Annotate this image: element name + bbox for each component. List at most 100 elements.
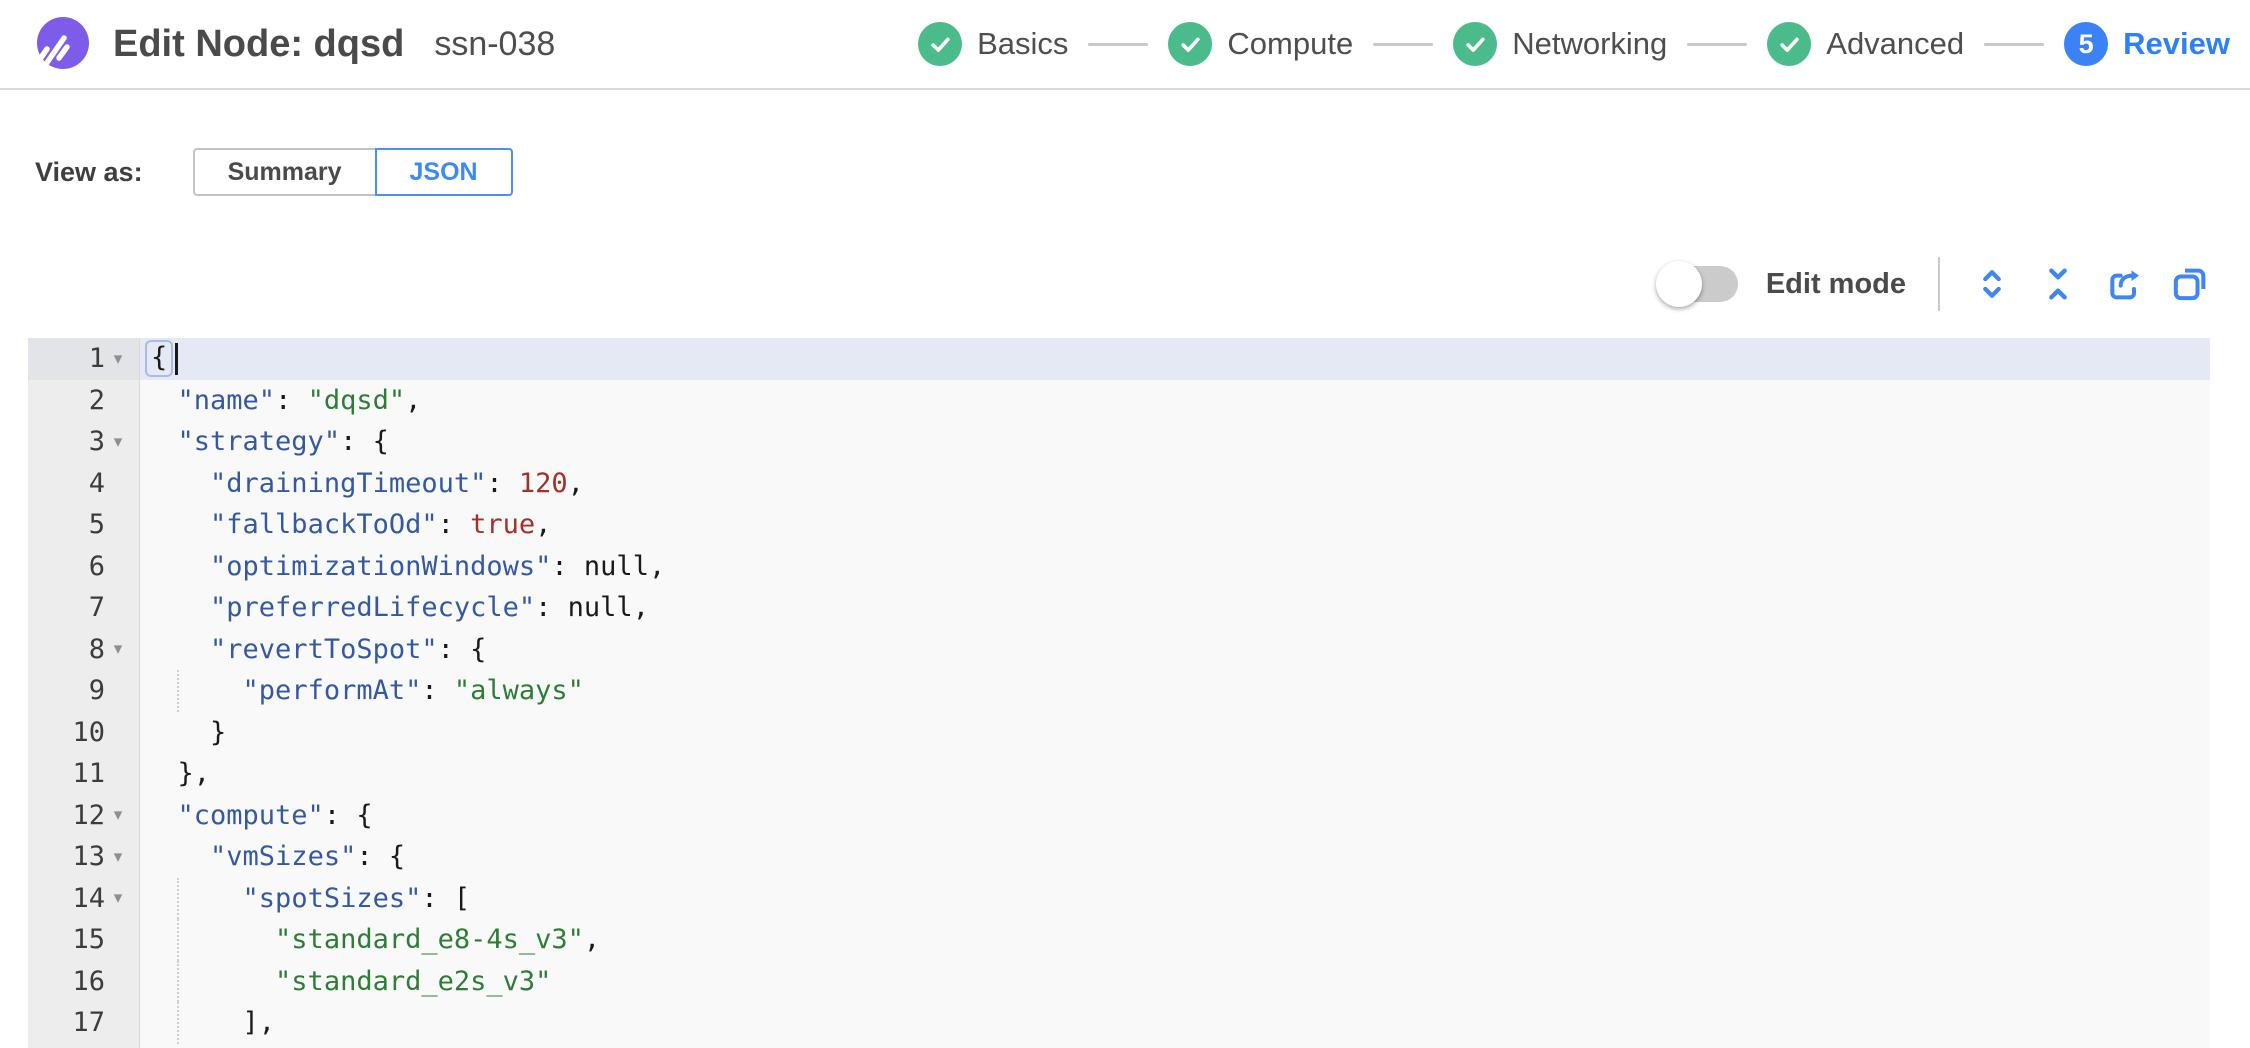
code-line-15[interactable]: "standard_e8-4s_v3", <box>140 919 2210 961</box>
indent-guide <box>177 960 179 1002</box>
toggle-knob <box>1655 261 1702 307</box>
gutter-line-1: 1▾ <box>28 338 139 380</box>
code-line-10[interactable]: } <box>145 716 227 748</box>
line-number: 15 <box>72 924 105 956</box>
step-networking[interactable]: Networking <box>1453 22 1667 66</box>
spot-logo-icon <box>35 17 89 70</box>
copy-icon[interactable] <box>2170 264 2210 304</box>
gutter-line-15: 15 <box>28 919 139 961</box>
stepper-connector <box>1088 42 1149 46</box>
indent-guide <box>177 670 179 712</box>
fold-arrow-icon[interactable]: ▾ <box>113 846 123 866</box>
code-line-13[interactable]: "vmSizes": { <box>210 841 406 873</box>
code-line-8[interactable]: "revertToSpot": { <box>210 633 487 665</box>
editor-lines[interactable]: { "name": "dqsd", "strategy": { "drainin… <box>140 338 2210 1048</box>
gutter-line-17: 17 <box>28 1002 139 1044</box>
code-line-6[interactable]: "optimizationWindows": null, <box>210 550 666 582</box>
view-toggle-group: Summary JSON <box>192 148 513 196</box>
step-check-icon <box>1168 22 1213 66</box>
indent-guide <box>177 1002 179 1044</box>
step-label: Compute <box>1227 26 1354 61</box>
stepper-connector <box>1373 42 1434 46</box>
step-check-icon <box>918 22 963 66</box>
edit-mode-label: Edit mode <box>1765 267 1906 300</box>
line-number: 2 <box>88 384 105 416</box>
line-number: 16 <box>72 965 105 997</box>
code-line-1[interactable]: { <box>140 338 2210 380</box>
step-basics[interactable]: Basics <box>918 22 1068 66</box>
line-number: 4 <box>88 467 105 499</box>
gutter-line-8: 8▾ <box>28 629 139 671</box>
fold-arrow-icon[interactable]: ▾ <box>113 639 123 659</box>
stepper-connector <box>1687 42 1748 46</box>
toolbar-divider <box>1938 257 1940 311</box>
step-number-badge: 5 <box>2064 22 2109 66</box>
gutter-line-12: 12 ▾ <box>28 795 139 837</box>
text-cursor <box>175 342 179 375</box>
step-label: Review <box>2123 26 2230 61</box>
fold-arrow-icon[interactable]: ▾ <box>113 888 123 908</box>
gutter-line-3: 3▾ <box>28 421 139 463</box>
line-number: 9 <box>88 675 105 707</box>
line-number: 14 <box>72 882 105 914</box>
fold-arrow-icon[interactable]: ▾ <box>113 431 123 451</box>
fold-arrow-icon[interactable]: ▾ <box>113 348 123 368</box>
gutter-line-9: 9 <box>28 670 139 712</box>
gutter-line-16: 16 <box>28 961 139 1003</box>
view-json-button[interactable]: JSON <box>374 148 513 196</box>
page-title: Edit Node: dqsd <box>113 22 405 65</box>
gutter-line-13: 13 ▾ <box>28 836 139 878</box>
step-label: Basics <box>977 26 1069 61</box>
step-label: Networking <box>1512 26 1668 61</box>
code-line-2[interactable]: "name": "dqsd", <box>177 384 422 416</box>
code-line-3[interactable]: "strategy": { <box>177 426 389 458</box>
code-line-4[interactable]: "drainingTimeout": 120, <box>210 467 584 499</box>
code-line-12[interactable]: "compute": { <box>177 799 373 831</box>
line-number: 3 <box>88 426 105 458</box>
code-line-11[interactable]: }, <box>145 758 211 790</box>
node-id-subtitle: ssn-038 <box>434 24 556 63</box>
code-line-17[interactable]: ], <box>140 1002 2210 1044</box>
step-review[interactable]: 5 Review <box>2064 22 2230 66</box>
line-number: 8 <box>88 633 105 665</box>
collapse-icon[interactable] <box>2038 264 2078 304</box>
view-summary-button[interactable]: Summary <box>192 148 377 196</box>
indent-guide <box>177 919 179 961</box>
step-label: Advanced <box>1826 26 1965 61</box>
expand-icon[interactable] <box>1972 264 2012 304</box>
code-line-16[interactable]: "standard_e2s_v3" <box>140 960 2210 1002</box>
editor-toolbar: Edit mode <box>0 256 2210 312</box>
step-compute[interactable]: Compute <box>1168 22 1353 66</box>
code-line-9[interactable]: "performAt": "always" <box>140 670 2210 712</box>
edit-mode-toggle[interactable] <box>1655 261 1738 307</box>
view-as-row: View as: Summary JSON <box>35 148 2250 196</box>
gutter-line-14: 14 ▾ <box>28 878 139 920</box>
export-icon[interactable] <box>2104 264 2144 304</box>
code-line-5[interactable]: "fallbackToOd": true, <box>210 509 552 541</box>
gutter-line-4: 4 <box>28 463 139 505</box>
line-number: 12 <box>72 799 105 831</box>
line-number: 6 <box>88 550 105 582</box>
fold-arrow-icon[interactable]: ▾ <box>113 805 123 825</box>
gutter-line-7: 7 <box>28 587 139 629</box>
header: Edit Node: dqsd ssn-038 Basics Compute Net… <box>0 0 2250 90</box>
line-number: 7 <box>88 592 105 624</box>
stepper: Basics Compute Networking Advanced 5 Review <box>918 22 2230 66</box>
code-line-14[interactable]: "spotSizes": [ <box>140 877 2210 919</box>
stepper-connector <box>1984 42 2045 46</box>
gutter-line-10: 10 <box>28 712 139 754</box>
indent-guide <box>177 877 179 919</box>
line-number: 17 <box>72 1007 105 1039</box>
code-line-7[interactable]: "preferredLifecycle": null, <box>210 592 649 624</box>
line-number: 11 <box>72 758 105 790</box>
line-number: 13 <box>72 841 105 873</box>
line-number: 10 <box>72 716 105 748</box>
gutter-line-11: 11 <box>28 753 139 795</box>
step-advanced[interactable]: Advanced <box>1767 22 1964 66</box>
line-number: 1 <box>88 343 105 375</box>
line-number: 5 <box>88 509 105 541</box>
step-check-icon <box>1453 22 1498 66</box>
